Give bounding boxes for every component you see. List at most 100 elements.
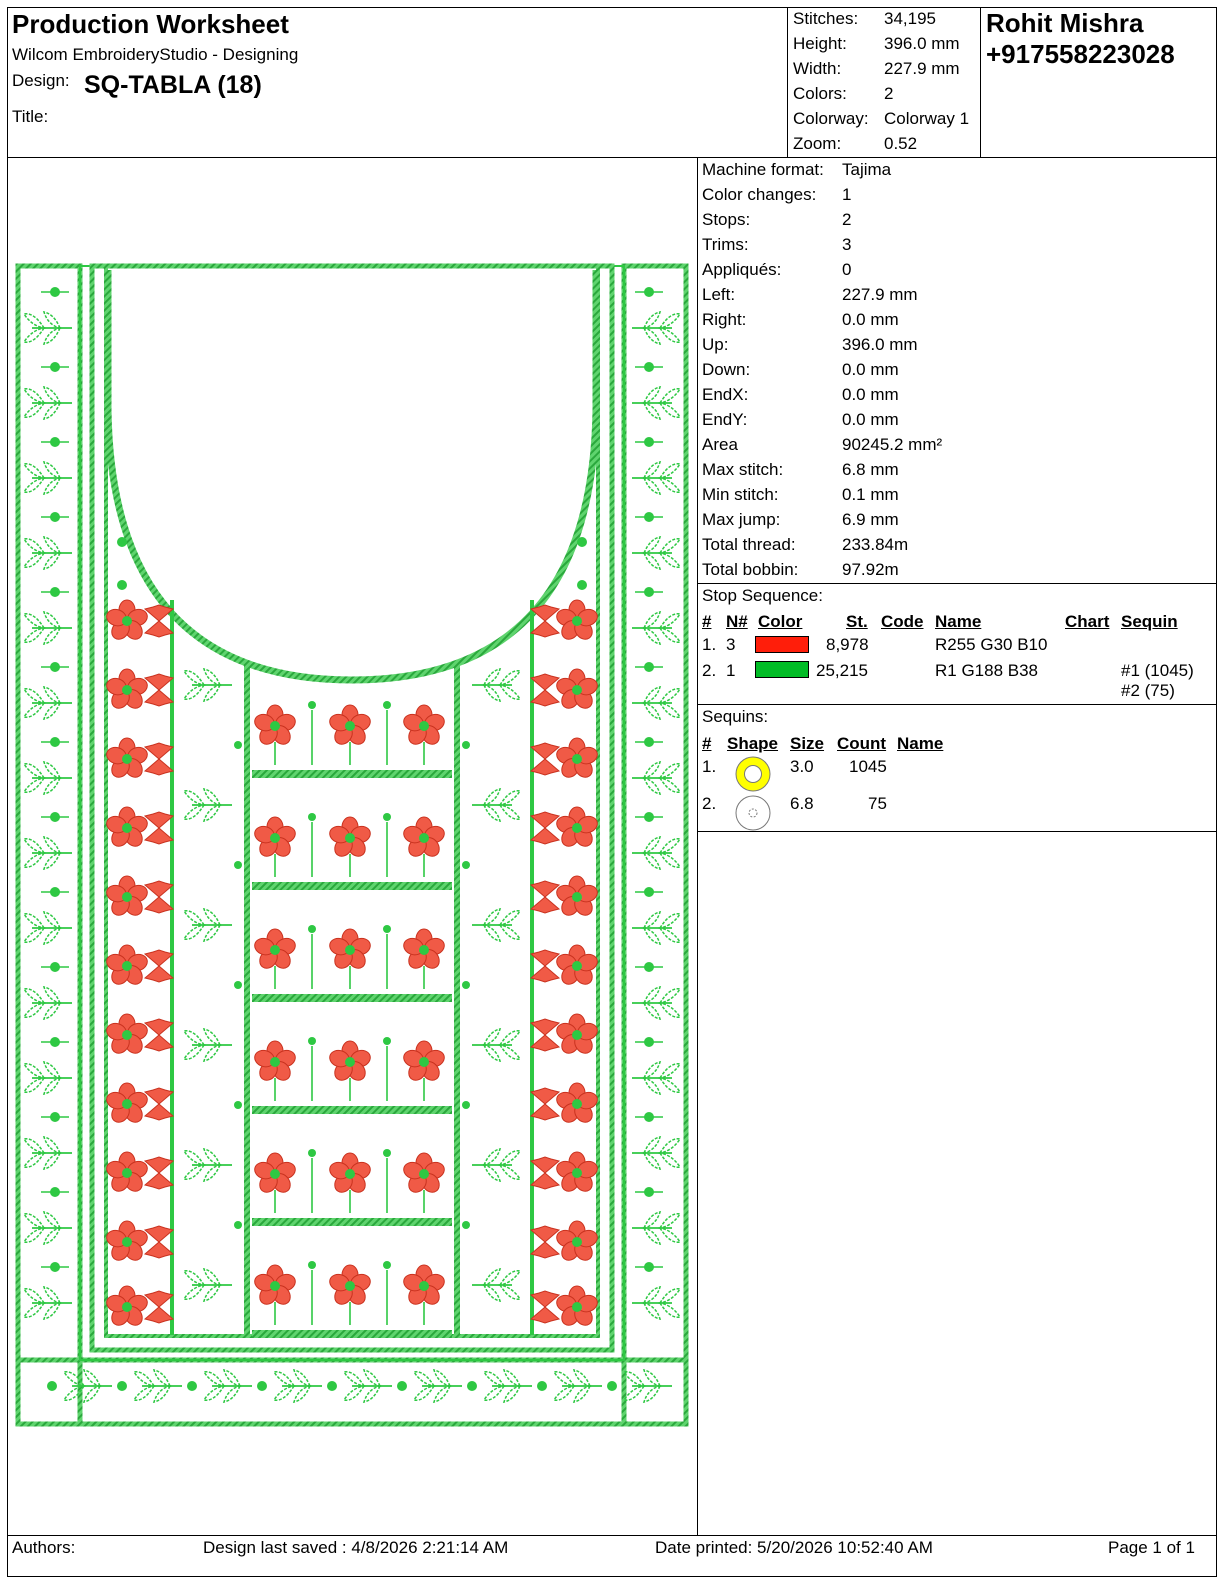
machine-value: 233.84m: [842, 535, 909, 554]
green-sprig-column: [183, 668, 520, 1302]
design-name: SQ-TABLA (18): [84, 71, 262, 99]
machine-value: 0: [842, 260, 852, 279]
sequin-row-num: 1.: [702, 757, 717, 776]
footer-authors: Authors:: [12, 1538, 76, 1557]
summary-label: Height:: [793, 34, 847, 53]
stop-sequence-title: Stop Sequence:: [702, 586, 823, 605]
summary-value: 396.0 mm: [884, 34, 960, 53]
footer-date-printed: Date printed: 5/20/2026 10:52:40 AM: [655, 1538, 933, 1557]
stop-row-name: R255 G30 B10: [935, 635, 1048, 654]
machine-label: Max stitch:: [702, 460, 784, 479]
machine-value: 90245.2 mm²: [842, 435, 943, 454]
embroidery-design-preview: [15, 263, 689, 1427]
sequin-col-num: #: [702, 734, 712, 753]
machine-label: Total thread:: [702, 535, 796, 554]
worksheet-title: Production Worksheet: [12, 9, 289, 39]
sequin-row-count: 75: [868, 794, 887, 813]
summary-value: 2: [884, 84, 894, 103]
title-label: Title:: [12, 107, 49, 126]
preview-divider: [697, 157, 698, 1535]
stop-row-num: 2.: [702, 661, 717, 680]
machine-value: 3: [842, 235, 852, 254]
machine-value: 0.0 mm: [842, 385, 899, 404]
machine-value: 6.8 mm: [842, 460, 899, 479]
summary-value: 34,195: [884, 9, 936, 28]
sequin-row-size: 3.0: [790, 757, 814, 776]
stop-col-name: Name: [935, 612, 982, 631]
stop-col-chart: Chart: [1065, 612, 1110, 631]
sequin-col-count: Count: [837, 734, 887, 753]
machine-label: Area: [702, 435, 738, 454]
machine-value: 1: [842, 185, 852, 204]
machine-label: Min stitch:: [702, 485, 779, 504]
summary-label: Colorway:: [793, 109, 869, 128]
stop-color-swatch: [755, 661, 809, 678]
machine-label: Total bobbin:: [702, 560, 799, 579]
machine-label: Up:: [702, 335, 729, 354]
center-flower-panel: [252, 701, 452, 1338]
summary-left-divider: [787, 7, 788, 157]
stop-row-stitches: 8,978: [826, 635, 869, 654]
summary-value: 0.52: [884, 134, 918, 153]
stop-col-st: St.: [846, 612, 868, 631]
stop-row-name: R1 G188 B38: [935, 661, 1039, 680]
sequin-round-icon: [735, 756, 771, 792]
footer-divider: [7, 1535, 1217, 1536]
sequins-bottom-divider: [697, 831, 1217, 832]
machine-label: Trims:: [702, 235, 749, 254]
sequin-col-shape: Shape: [727, 734, 779, 753]
machine-label: Color changes:: [702, 185, 817, 204]
machine-value: 0.0 mm: [842, 360, 899, 379]
header-divider: [7, 157, 1217, 158]
footer-last-saved: Design last saved : 4/8/2026 2:21:14 AM: [203, 1538, 509, 1557]
stop-col-n: N#: [726, 612, 748, 631]
owner-phone: +917558223028: [986, 39, 1175, 69]
stop-row-n: 3: [726, 635, 736, 654]
stop-color-swatch: [755, 636, 809, 653]
sequin-row-count: 1045: [849, 757, 887, 776]
stop-col-num: #: [702, 612, 712, 631]
summary-label: Stitches:: [793, 9, 859, 28]
machine-label: Right:: [702, 310, 747, 329]
summary-label: Width:: [793, 59, 842, 78]
stop-col-color: Color: [758, 612, 803, 631]
footer-page-number: Page 1 of 1: [1108, 1538, 1195, 1557]
machine-label: Left:: [702, 285, 736, 304]
stop-row-stitches: 25,215: [816, 661, 868, 680]
machine-label: Machine format:: [702, 160, 824, 179]
design-label: Design:: [12, 71, 70, 90]
owner-name: Rohit Mishra: [986, 8, 1144, 38]
stop-col-sequin: Sequin: [1121, 612, 1178, 631]
machine-label: Down:: [702, 360, 751, 379]
machine-value: 0.0 mm: [842, 410, 899, 429]
sequin-round-icon: [735, 795, 771, 831]
machine-value: 396.0 mm: [842, 335, 918, 354]
worksheet-frame: [7, 7, 1217, 1577]
stop-row-num: 1.: [702, 635, 717, 654]
machine-value: 97.92m: [842, 560, 899, 579]
stop-row-n: 1: [726, 661, 736, 680]
machine-value: 2: [842, 210, 852, 229]
sequin-col-name: Name: [897, 734, 944, 753]
machine-label: EndX:: [702, 385, 749, 404]
summary-label: Colors:: [793, 84, 847, 103]
machine-label: Appliqués:: [702, 260, 782, 279]
machine-value: 6.9 mm: [842, 510, 899, 529]
machine-value: 0.1 mm: [842, 485, 899, 504]
bottom-border-motifs: [47, 1369, 673, 1403]
red-fan-column: [104, 537, 600, 1330]
machine-value: 0.0 mm: [842, 310, 899, 329]
sequin-col-size: Size: [790, 734, 825, 753]
machine-value: Tajima: [842, 160, 892, 179]
summary-label: Zoom:: [793, 134, 842, 153]
machine-label: Max jump:: [702, 510, 781, 529]
stop-row-sequin: #2 (75): [1121, 681, 1175, 700]
sequins-title: Sequins:: [702, 707, 769, 726]
sequin-row-size: 6.8: [790, 794, 814, 813]
stops-bottom-divider: [697, 704, 1217, 705]
machine-value: 227.9 mm: [842, 285, 918, 304]
machine-label: Stops:: [702, 210, 751, 229]
sequin-row-num: 2.: [702, 794, 717, 813]
summary-right-divider: [980, 7, 981, 157]
stop-col-code: Code: [881, 612, 924, 631]
